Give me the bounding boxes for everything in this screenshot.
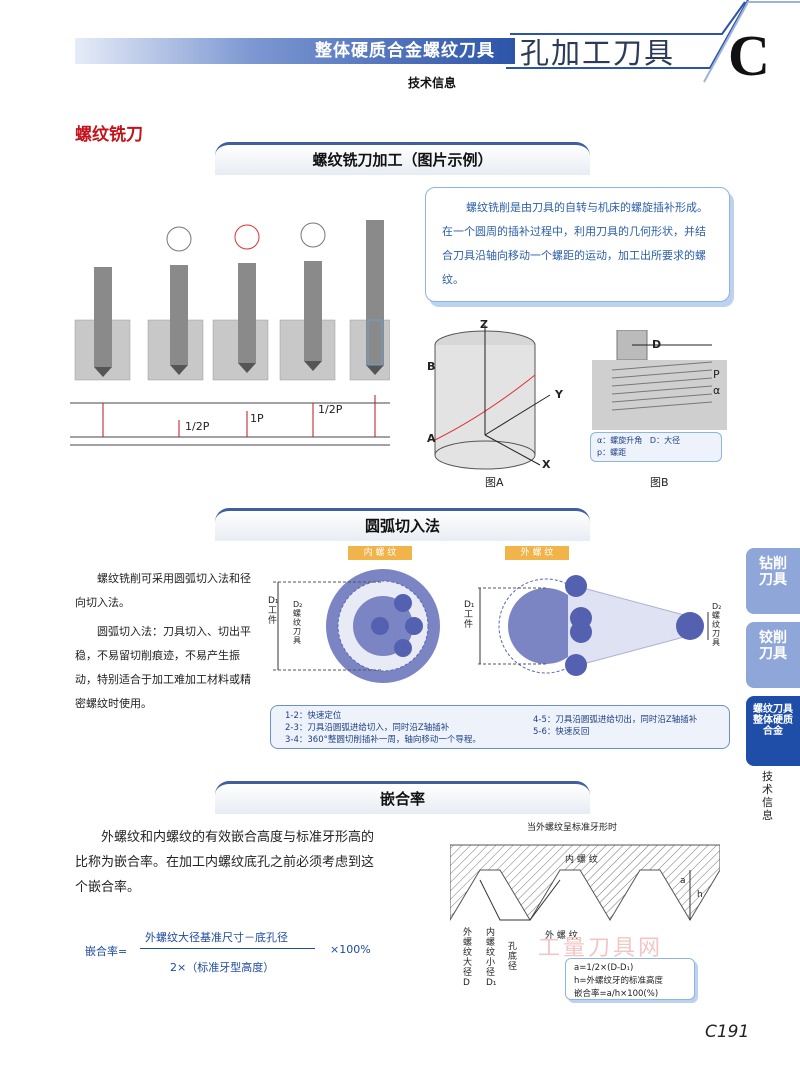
external-thread-label: 外 螺 纹 xyxy=(545,931,578,941)
internal-dim-tool: D₂ 螺纹刀具 xyxy=(293,600,303,645)
step-1-2: 1-2：快速定位 xyxy=(285,711,342,721)
step-5-6: 5-6：快速反回 xyxy=(533,727,590,737)
page-number: C191 xyxy=(705,1022,750,1042)
chapter-title: 孔加工刀具 xyxy=(520,36,676,70)
pitch-label-2: 1P xyxy=(250,412,264,425)
fig-b-d: D xyxy=(652,338,662,351)
formula-ratio: 嵌合率=a/h×100(%) xyxy=(574,989,659,999)
milling-description: 螺纹铣削是由刀具的自转与机床的螺旋插补形成。在一个圆周的插补过程中，利用刀具的几… xyxy=(425,187,730,302)
axis-x: X xyxy=(542,458,551,471)
arc-paragraph-1: 螺纹铣削可采用圆弧切入法和径向切入法。 xyxy=(75,572,251,609)
tab-arc-entry: 圆弧切入法 xyxy=(215,508,590,541)
formula-rhs: ×100% xyxy=(330,943,371,956)
step-3-4: 3-4：360°整圆切削插补一周，轴向移动一个导程。 xyxy=(285,735,481,745)
chapter-letter: C xyxy=(728,23,770,88)
step-2-3: 2-3：刀具沿圆弧进给切入，同时沿Z轴插补 xyxy=(285,723,450,733)
legend-p: p：螺距 xyxy=(597,448,627,457)
axis-z: Z xyxy=(480,318,488,331)
formula-h: h=外螺纹牙的标准高度 xyxy=(574,976,664,986)
arc-entry-diagram xyxy=(273,569,709,683)
fig-b-alpha: α xyxy=(713,384,721,397)
side-note: 技术信息 xyxy=(762,770,773,822)
fig-b-p: P xyxy=(713,368,720,381)
internal-thread-label: 内 螺 纹 xyxy=(565,855,598,865)
legend-d: D：大径 xyxy=(649,436,681,445)
fig-b-legend: α：螺旋升角 D：大径 p：螺距 xyxy=(590,432,722,462)
figure-a-cylinder xyxy=(434,325,551,470)
internal-thread-badge: 内 螺 纹 xyxy=(348,546,412,560)
formula-lhs: 嵌合率= xyxy=(85,945,128,958)
side-tab-drilling[interactable]: 钻削刀具 xyxy=(746,548,800,614)
side-tab-reaming[interactable]: 铰削刀具 xyxy=(746,622,800,688)
pitch-label-3: 1/2P xyxy=(318,403,343,416)
thread-diagram-caption: 当外螺纹呈标准牙形时 xyxy=(527,823,618,833)
figure-b-thread xyxy=(592,330,727,430)
step-4-5: 4-5：刀具沿圆弧进给切出，同时沿Z轴插补 xyxy=(533,715,698,725)
external-dim-workpiece: D₁ 工件 xyxy=(464,600,475,630)
header-bar xyxy=(75,38,515,64)
tab-engagement-ratio: 嵌合率 xyxy=(215,781,590,814)
chapter-frame xyxy=(506,0,800,83)
axis-y: Y xyxy=(555,388,563,401)
formula-a: a=1/2×(D-D₁) xyxy=(574,963,634,973)
header-subtitle: 技术信息 xyxy=(408,76,457,90)
hole-bottom-label: 孔底径 xyxy=(508,942,518,972)
thread-profile-diagram xyxy=(450,844,720,921)
internal-dim-workpiece: D₁ 工件 xyxy=(268,596,279,626)
watermark: 工量刀具网 xyxy=(538,936,664,961)
engagement-paragraph: 外螺纹和内螺纹的有效嵌合高度与标准牙形高的比称为嵌合率。在加工内螺纹底孔之前必须… xyxy=(75,830,375,895)
figure-b-caption: 图B xyxy=(650,476,669,489)
arc-steps-legend: 1-2：快速定位 2-3：刀具沿圆弧进给切入，同时沿Z轴插补 3-4：360°整… xyxy=(270,705,730,749)
point-a: A xyxy=(427,432,436,445)
formula-numerator: 外螺纹大径基准尺寸－底孔径 xyxy=(145,931,288,944)
header-title: 整体硬质合金螺纹刀具 xyxy=(315,41,495,61)
pitch-label-1: 1/2P xyxy=(185,420,210,433)
legend-alpha: α：螺旋升角 xyxy=(597,436,643,445)
section-title: 螺纹铣刀 xyxy=(75,125,143,145)
dim-a: a xyxy=(680,876,686,886)
figure-a-caption: 图A xyxy=(485,476,504,489)
arc-paragraph-2: 圆弧切入法：刀具切入、切出平稳，不易留切削痕迹，不易产生振动，特别适合于加工难加… xyxy=(75,625,251,710)
formula-fraction-bar xyxy=(140,948,315,949)
formula-box: a=1/2×(D-D₁) h=外螺纹牙的标准高度 嵌合率=a/h×100(%) xyxy=(565,958,695,1000)
tab-thread-milling: 螺纹铣刀加工（图片示例） xyxy=(215,142,590,175)
dim-h: h xyxy=(697,890,703,900)
external-dim-tool: D₂ 螺纹刀具 xyxy=(712,602,722,647)
minor-dia-label: 内螺纹小径D₁ xyxy=(486,928,497,988)
side-tab-threading[interactable]: 螺纹刀具 整体硬质合金 xyxy=(746,696,800,766)
major-dia-label: 外螺纹大径D xyxy=(463,928,473,988)
external-thread-badge: 外 螺 纹 xyxy=(505,546,569,560)
point-b: B xyxy=(427,360,436,373)
thread-milling-sequence xyxy=(70,220,390,446)
formula-denominator: 2×（标准牙型高度） xyxy=(170,961,275,974)
